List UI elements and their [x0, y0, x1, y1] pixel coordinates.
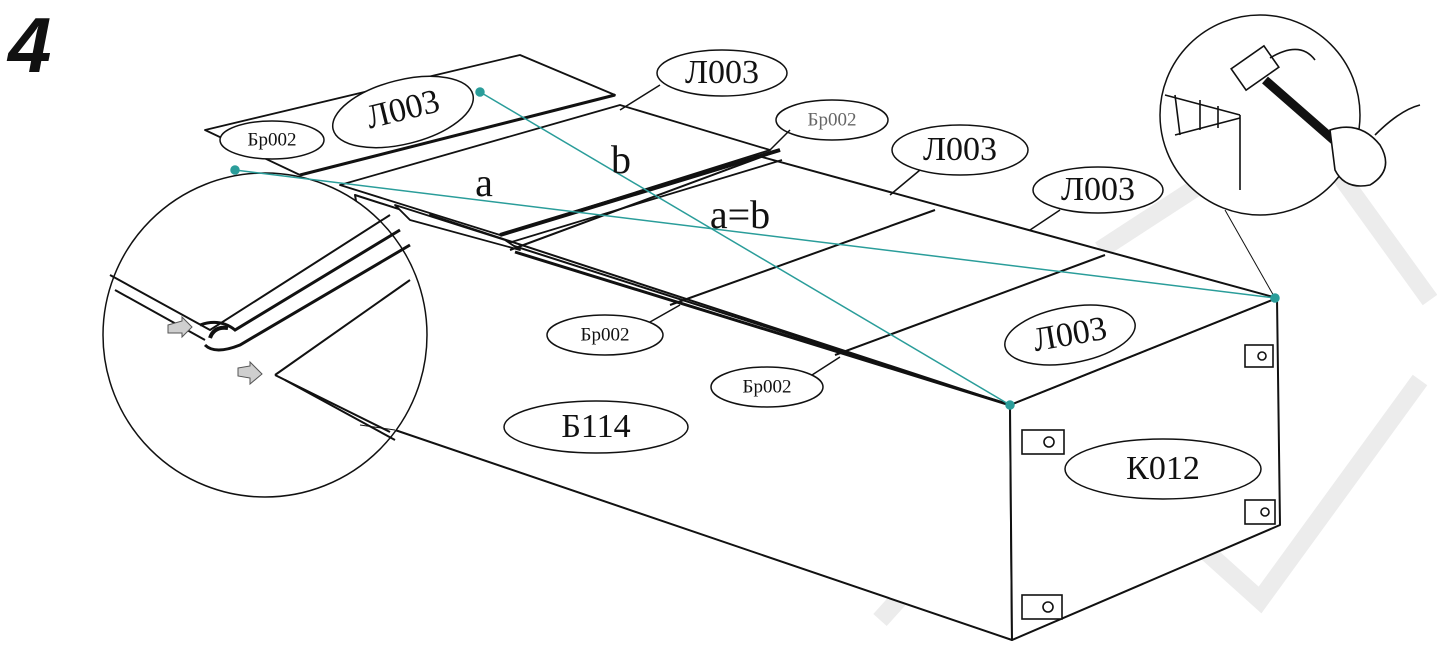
diagonal-lines	[230, 87, 1280, 410]
label-right-panel-2: Л003	[1060, 171, 1136, 208]
label-top-mid-panel: Л003	[684, 54, 760, 91]
bracket-icon	[1244, 499, 1276, 525]
label-strip-bottom-1: Бр002	[580, 324, 630, 346]
detail-circle-right	[1159, 14, 1421, 299]
bracket-icon	[1021, 594, 1063, 620]
diagonal-a-line	[234, 169, 1276, 299]
bracket-icon	[1244, 344, 1274, 368]
bracket-icons	[1021, 344, 1276, 620]
label-strip-top-mid: Бр002	[807, 109, 857, 131]
bracket-icon	[1021, 429, 1065, 455]
diagonal-b-line	[479, 91, 1011, 406]
label-side-part: Б114	[561, 408, 631, 445]
label-callouts	[219, 49, 1262, 500]
label-strip-bottom-2: Бр002	[742, 376, 792, 398]
step-number: 4	[8, 1, 52, 89]
label-strip-top-left: Бр002	[247, 129, 297, 151]
label-end-part: К012	[1126, 450, 1200, 487]
label-right-panel-1: Л003	[922, 131, 998, 168]
dimension-a: a	[475, 160, 493, 205]
detail-circle-left	[102, 172, 428, 498]
dimension-equality: a=b	[709, 192, 771, 237]
dimension-b: b	[611, 137, 631, 182]
